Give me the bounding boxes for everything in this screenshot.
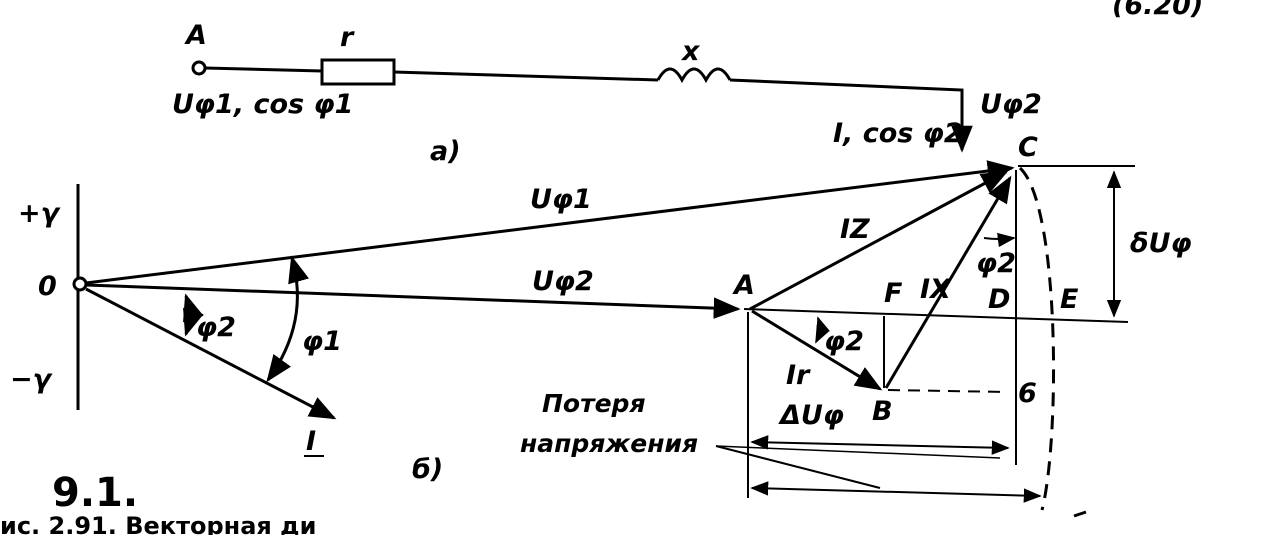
point-f-label: F (884, 278, 903, 309)
circuit-wire (393, 70, 659, 82)
figure-number: 9.1. (52, 470, 138, 516)
dashed-arc (1018, 166, 1056, 511)
point-c-label: C (1018, 132, 1038, 163)
equation-number-fragment: (6.20) (1112, 0, 1203, 21)
point-6-label: 6 (1018, 378, 1037, 409)
circuit-wire (204, 66, 323, 73)
source-voltage-label: Uφ1, cos φ1 (172, 89, 353, 120)
subfigure-a-label: a) (430, 136, 461, 167)
u-phi1-label: Uφ1 (530, 184, 592, 215)
phi2-a-arc (815, 316, 830, 344)
phasor-diagram: +γ 0 −γ Uφ1 Uφ2 I φ2 φ1 IZ Ir IX (10, 132, 1192, 511)
subfigure-b-label: б) (412, 454, 443, 485)
axis-minus-label: −γ (10, 364, 53, 395)
loss-leader-line (715, 445, 881, 489)
loss-label-line2: напряжения (520, 429, 698, 458)
iz-vector (749, 170, 1009, 311)
resistor-label: r (340, 22, 355, 53)
circuit-diagram: A r x Uφ1, cos φ1 I, cos φ2 Uφ2 a) (6.20… (172, 0, 1203, 167)
phi2-a-label: φ2 (824, 326, 864, 357)
u-phi2-vector (85, 283, 741, 319)
circuit-terminal (191, 60, 207, 76)
loss-label-line1: Потеря (542, 389, 646, 418)
ix-vector (884, 175, 1012, 389)
caption-fragment: ис. 2.91. Векторная ди (0, 512, 316, 535)
total-dimension (750, 481, 1042, 503)
ir-vector (751, 309, 883, 391)
point-b-label: B (872, 396, 893, 427)
phi1-label: φ1 (302, 326, 342, 357)
circuit-wire (729, 78, 973, 153)
origin-label: 0 (38, 271, 57, 302)
loss-leader-line (715, 445, 1001, 459)
phi2-c-arc (983, 232, 1016, 248)
phi2-c-label: φ2 (976, 248, 1016, 279)
point-d-label: D (988, 284, 1010, 315)
current-label: I (306, 426, 316, 457)
phi1-angle-arc (266, 255, 309, 383)
resistor-symbol (320, 58, 396, 86)
axis-plus-label: +γ (18, 198, 61, 229)
phi2-angle-arc (183, 293, 204, 337)
dashed-b-line (887, 389, 1009, 393)
delta-u-upper-label: δUφ (1130, 228, 1192, 259)
delta-u-lower-label: ΔUφ (778, 400, 844, 431)
circuit-node-a-label: A (184, 20, 207, 51)
current-vector (85, 287, 337, 420)
ix-label: IX (920, 274, 952, 305)
load-voltage-label: Uφ2 (980, 89, 1042, 120)
point-a-label: A (732, 270, 755, 301)
reference-line (743, 308, 1129, 323)
origin-point (72, 276, 88, 292)
iz-label: IZ (840, 214, 870, 245)
inductor-symbol (656, 67, 732, 84)
ir-label: Ir (786, 360, 811, 391)
load-current-label: I, cos φ2 (833, 118, 963, 149)
phi2-origin-label: φ2 (196, 312, 236, 343)
point-e-label: E (1060, 284, 1079, 315)
u-phi2-label: Uφ2 (532, 266, 594, 297)
ink-mark (1073, 510, 1087, 518)
u-phi1-vector (85, 160, 1015, 285)
delta-u-lower-dimension (750, 435, 1010, 455)
reactance-label: x (680, 36, 701, 67)
